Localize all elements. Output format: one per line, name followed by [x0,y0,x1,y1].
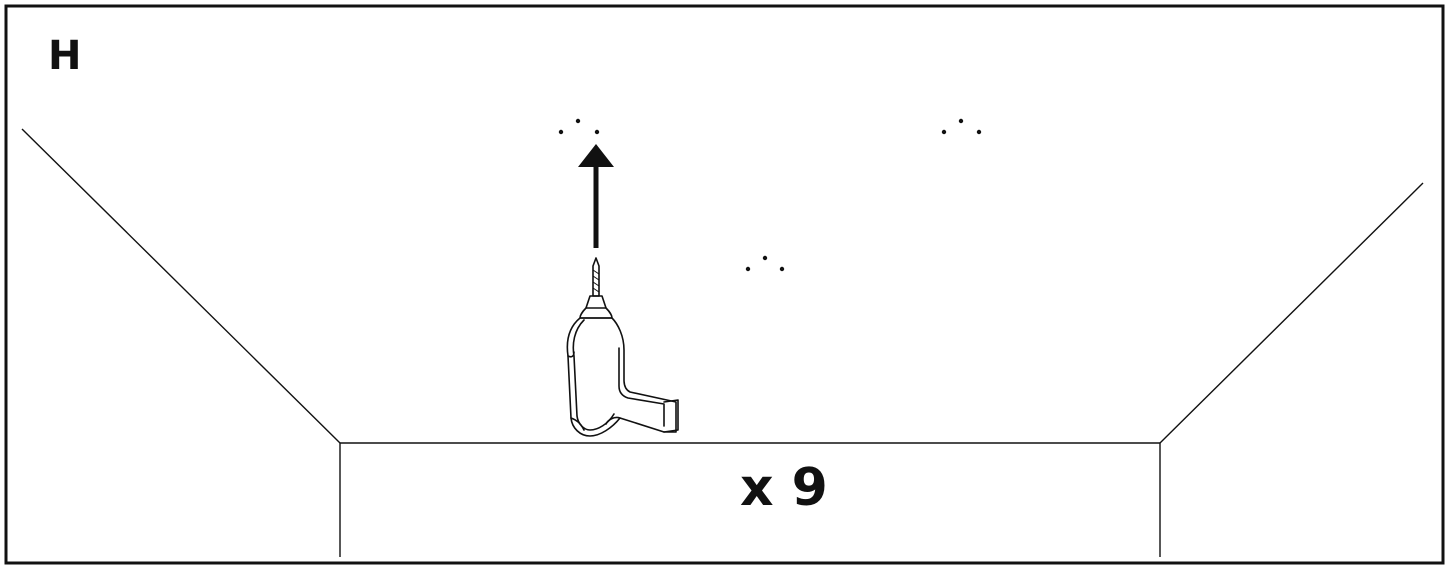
screw-hole-marks-icon [558,118,982,272]
room-perspective-lines [21,128,1424,557]
hole-mark-center [745,255,785,272]
step-letter: H [48,33,81,79]
drill-body [566,317,677,437]
hole-mark-left [558,118,600,135]
quantity-label: x 9 [740,458,828,518]
drill-chuck [585,295,607,309]
right-wall-edge [1159,182,1424,444]
drill-icon [566,257,679,437]
hole-mark-right [941,118,982,135]
left-wall-edge [21,128,341,444]
arrow-up-icon [578,144,614,248]
panel-frame [4,4,1445,565]
